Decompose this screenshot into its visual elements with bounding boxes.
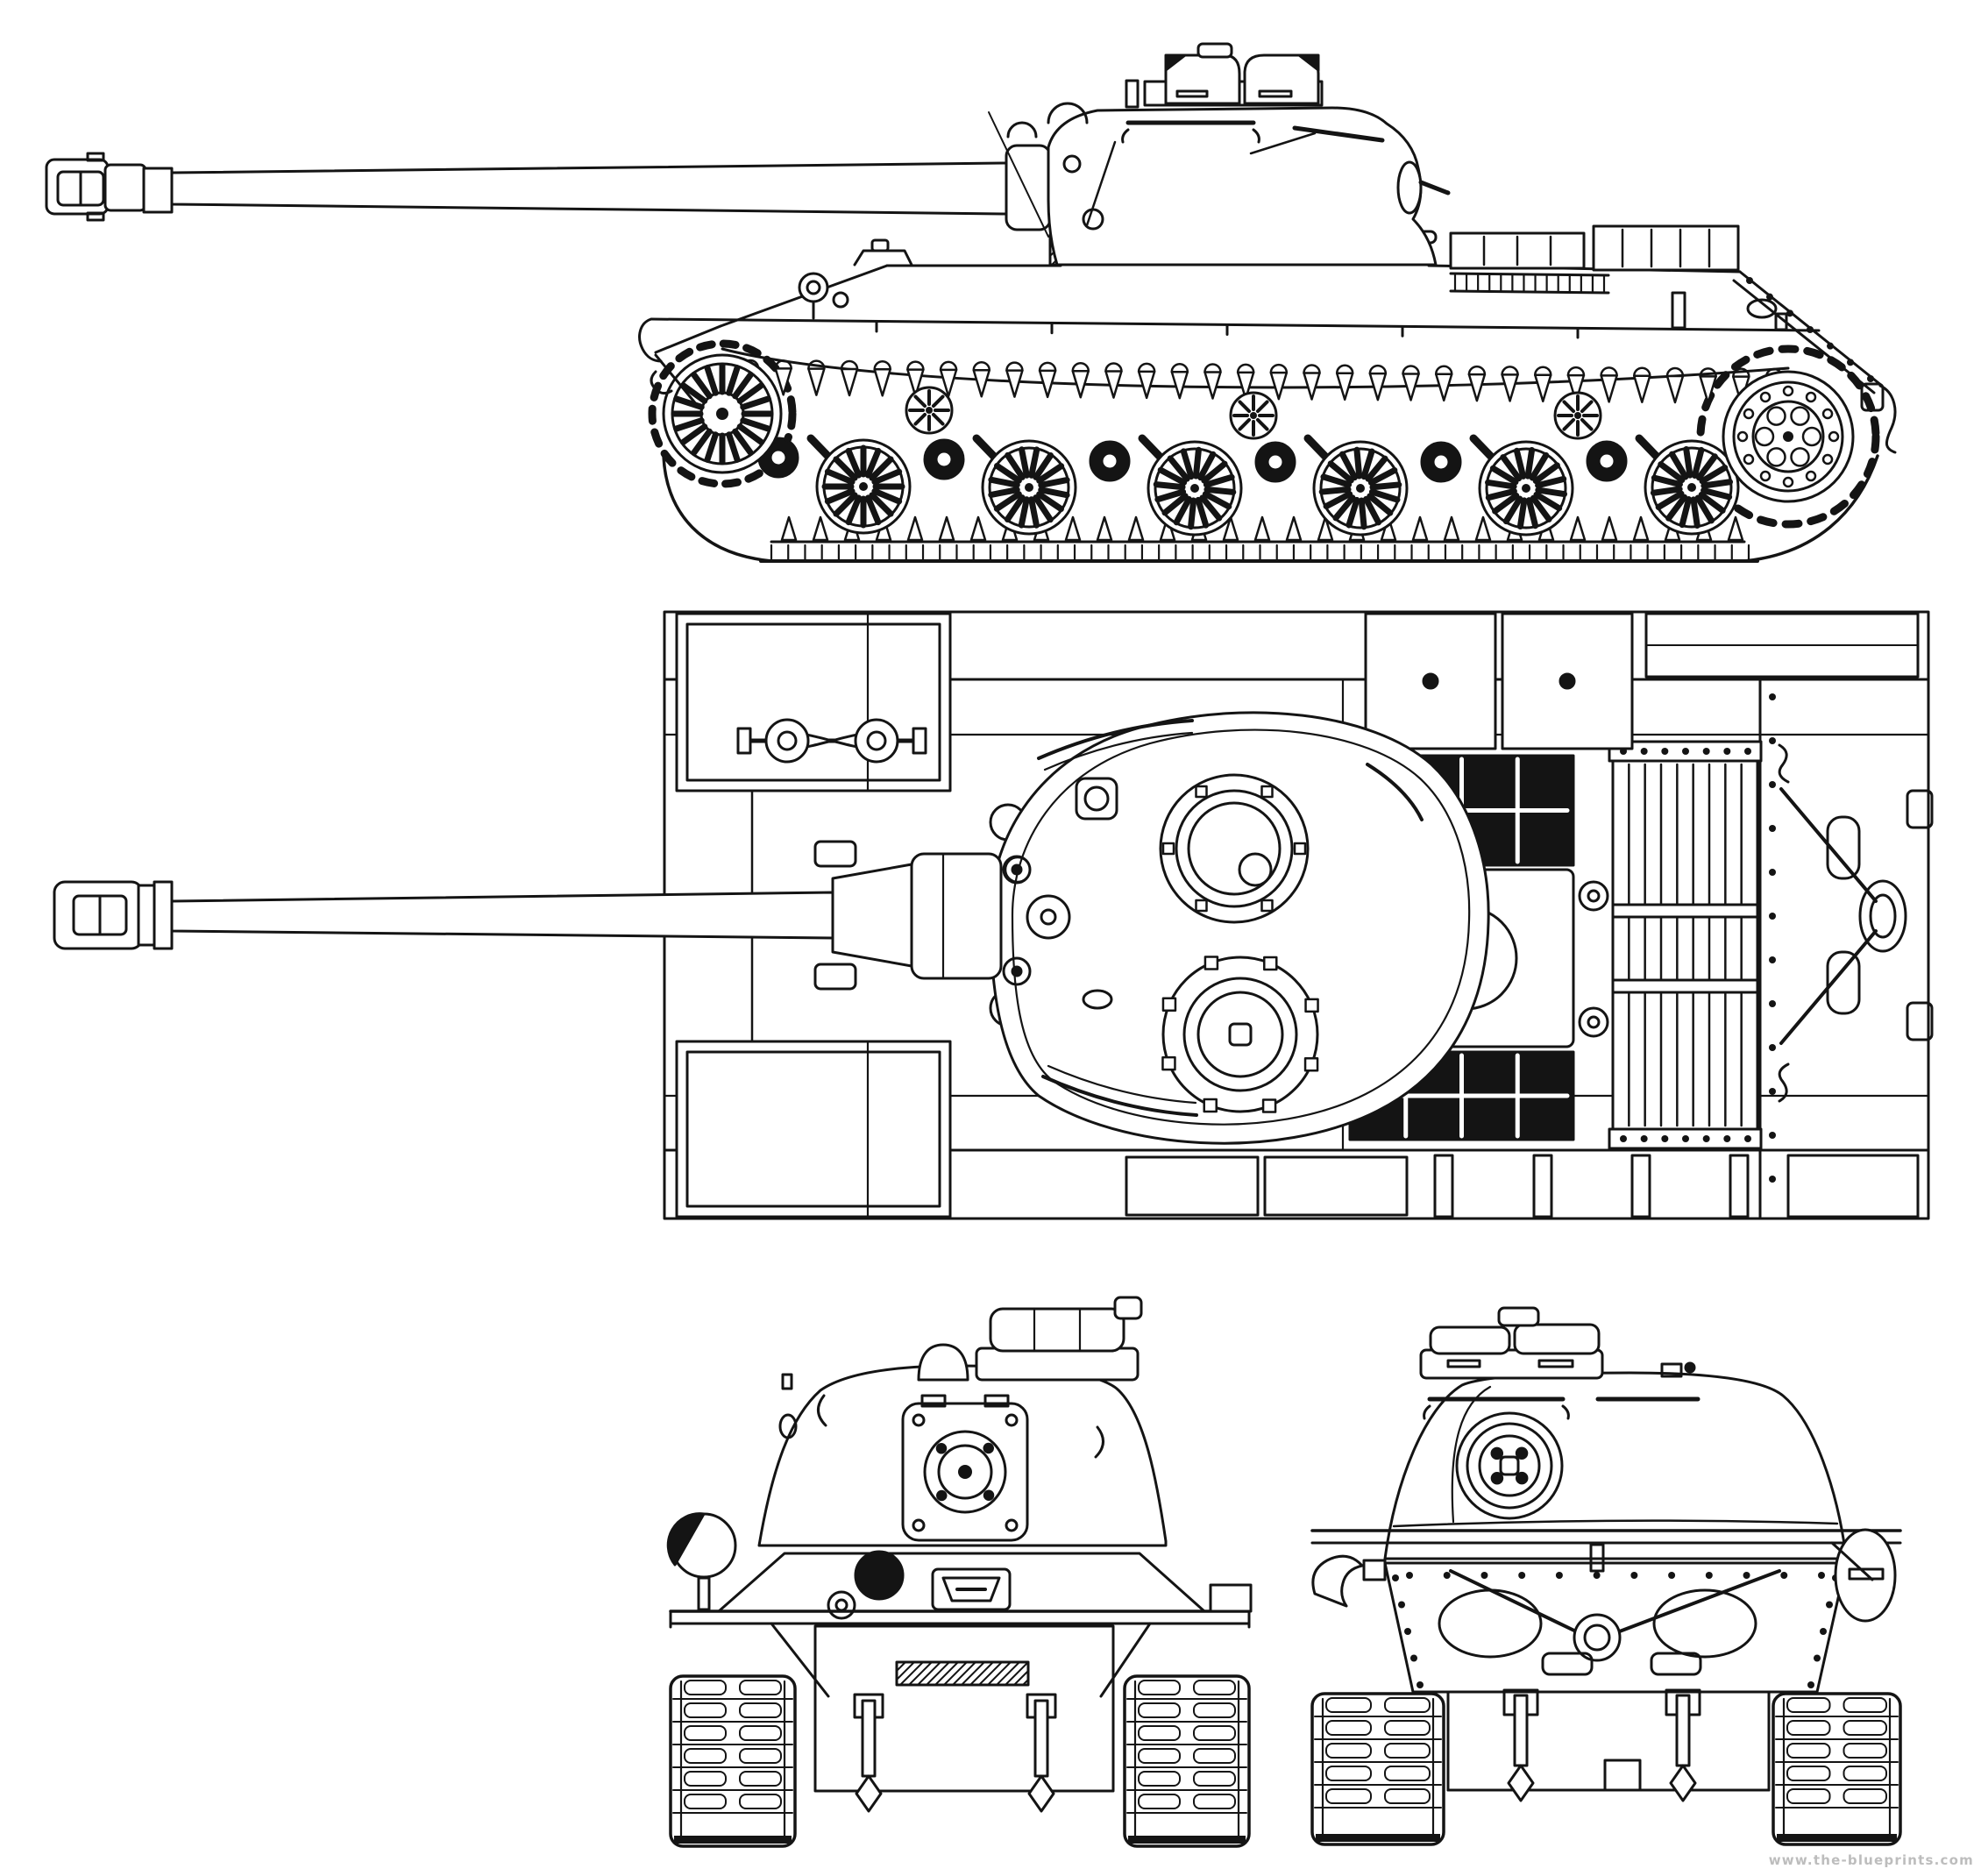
track-rear-right [1772, 1692, 1902, 1846]
main-gun-plan [53, 852, 1003, 980]
commander-cupola-rear [1419, 1306, 1604, 1380]
return-rollers [905, 386, 1602, 440]
machine-gun-port [854, 1550, 905, 1601]
loader-hatch-plan [1161, 956, 1319, 1113]
spare-track-hook [1311, 1554, 1364, 1608]
commander-cupola [1143, 42, 1324, 107]
turret-rear [1383, 1371, 1848, 1560]
periscope-dome [1006, 121, 1038, 139]
fender-stowage-plan [675, 612, 1920, 1219]
track-front-left [669, 1674, 797, 1848]
stowage-box [675, 1040, 952, 1219]
track-front-right [1123, 1674, 1251, 1848]
muzzle-brake-plan [53, 880, 174, 950]
tow-shackle-hanger [1026, 1693, 1057, 1813]
tow-shackle-hanger [853, 1693, 884, 1813]
gun-barrel [170, 161, 1008, 216]
access-plate [1652, 1588, 1757, 1659]
lifting-hook [817, 1394, 827, 1427]
top-view-drawing [53, 610, 1934, 1220]
lifting-hook [1094, 1425, 1104, 1459]
mantlet-base [910, 852, 1003, 980]
rear-mg-port [1396, 160, 1423, 215]
fuel-tank [1125, 1155, 1260, 1217]
mantlet-front [901, 1394, 1029, 1542]
hull-rear [1310, 1528, 1902, 1802]
muzzle-brake [45, 152, 174, 222]
rear-view-drawing [1310, 1306, 1902, 1846]
stowage-box [675, 612, 952, 792]
track-rear-left [1310, 1692, 1445, 1846]
turret-side [988, 42, 1451, 266]
driver-plate [853, 249, 913, 266]
tow-shackle-hanger [1502, 1688, 1539, 1802]
drive-sprocket [1722, 370, 1855, 503]
headlight [798, 272, 829, 303]
commander-cupola-front [975, 1296, 1143, 1382]
main-gun [45, 144, 1052, 231]
watermark-text: www.the-blueprints.com [1769, 1852, 1974, 1868]
handrail [1037, 719, 1194, 760]
exhaust-plan [1826, 950, 1861, 1015]
idler-wheel [662, 353, 783, 474]
exhaust-plan [1826, 815, 1861, 880]
handrail [1041, 1075, 1198, 1117]
tow-shackle-hanger [1665, 1688, 1701, 1802]
radiator-grille [1611, 759, 1759, 1131]
headlight [666, 1512, 737, 1611]
hull-front [666, 1512, 1253, 1813]
fuel-tank [1364, 612, 1497, 750]
mantlet-collar [1005, 144, 1052, 231]
pistol-port [1062, 154, 1082, 174]
louver-ticks [1453, 273, 1606, 295]
tow-shackle [736, 718, 927, 764]
tow-hook [650, 370, 673, 395]
antenna [988, 111, 1049, 238]
front-mudguard [638, 317, 663, 363]
convoy-light [1834, 1528, 1897, 1623]
turret-plan [989, 711, 1490, 1145]
side-view-drawing [45, 42, 1897, 563]
stowage-box [1592, 224, 1740, 272]
turret-rear-hatch [1455, 1411, 1564, 1520]
periscope-head [1113, 1296, 1143, 1320]
road-wheels [815, 438, 1740, 537]
commander-cupola-plan [1159, 773, 1310, 924]
handrail [1292, 125, 1385, 143]
fender-toolbox [1209, 1583, 1253, 1613]
gun-barrel [170, 891, 834, 940]
fuel-tank [1263, 1155, 1409, 1217]
rear-deck-plan [1758, 612, 1934, 1219]
lower-front-plate [813, 1624, 1115, 1793]
access-plate [1438, 1588, 1543, 1659]
periscope-dome [1047, 102, 1089, 124]
front-view-drawing [666, 1296, 1253, 1848]
driver-visor [931, 1567, 1012, 1611]
hatch-dome [917, 1343, 969, 1382]
rear-mudguard [1878, 384, 1897, 454]
